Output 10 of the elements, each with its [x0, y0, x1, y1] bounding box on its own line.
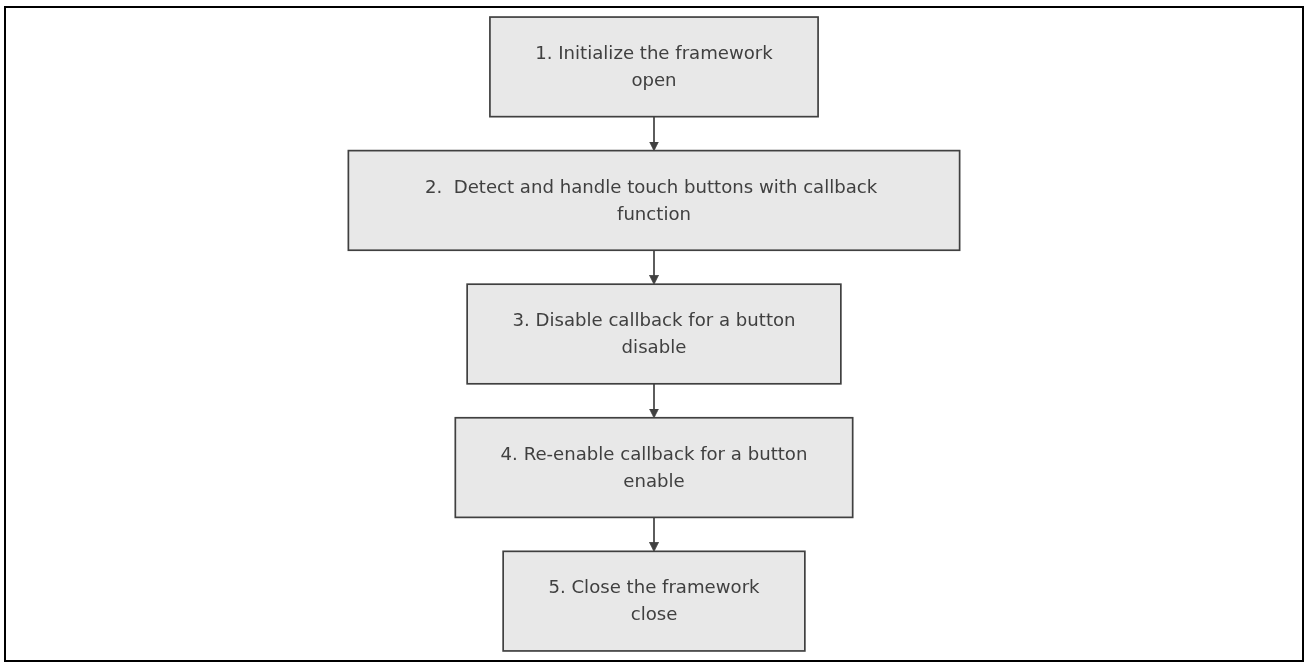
arrow [649, 249, 659, 285]
node-box [454, 416, 854, 519]
node-box [502, 550, 806, 652]
node-box [347, 149, 961, 252]
arrow [649, 115, 659, 152]
diagram-frame: 1. Initialize the framework open 2. Detect and handle touch buttons with callback function 3. Disable callback for a button disable 4. Re-enable callback for a button enable 5. Close the framework close [4, 6, 1304, 662]
node-box [466, 283, 842, 385]
node-box [489, 16, 819, 118]
arrow [649, 382, 659, 419]
arrow [649, 516, 659, 552]
